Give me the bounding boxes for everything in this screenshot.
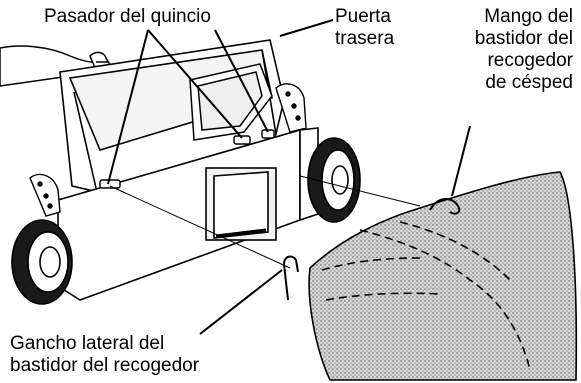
height-adjuster-left: [29, 173, 61, 217]
bag-handle: [429, 198, 461, 215]
label-bag-handle: Mango del bastidor del recogedor de césp…: [475, 6, 573, 94]
label-hinge-pin: Pasador del quincio: [44, 6, 211, 28]
discharge-chute: [189, 63, 273, 141]
grass-bag: [308, 171, 578, 381]
leader-lines: [107, 19, 471, 335]
mower-housing: [57, 127, 319, 301]
label-bag-handle-line-3: recogedor: [487, 50, 573, 71]
alignment-lines: [109, 175, 421, 269]
wheel-rear-right: [307, 137, 361, 223]
label-side-hook: Gancho lateral del bastidor del recogedo…: [10, 333, 199, 377]
label-side-hook-line-2: bastidor del recogedor: [10, 355, 200, 376]
label-rear-door: Puerta trasera: [335, 6, 394, 50]
height-adjuster-right: [275, 83, 307, 133]
label-hinge-pin-text: Pasador del quincio: [44, 6, 211, 27]
label-side-hook-line-1: Gancho lateral del: [10, 333, 165, 354]
side-hook: [283, 255, 299, 301]
wheel-front-left: [11, 219, 73, 305]
label-bag-handle-line-1: Mango del: [484, 6, 573, 27]
label-bag-handle-line-4: de césped: [485, 72, 573, 93]
label-rear-door-line-2: trasera: [335, 28, 395, 49]
hinge-pin-left: [99, 179, 121, 189]
label-rear-door-line-1: Puerta: [335, 6, 391, 27]
label-bag-handle-line-2: bastidor del: [474, 28, 573, 49]
